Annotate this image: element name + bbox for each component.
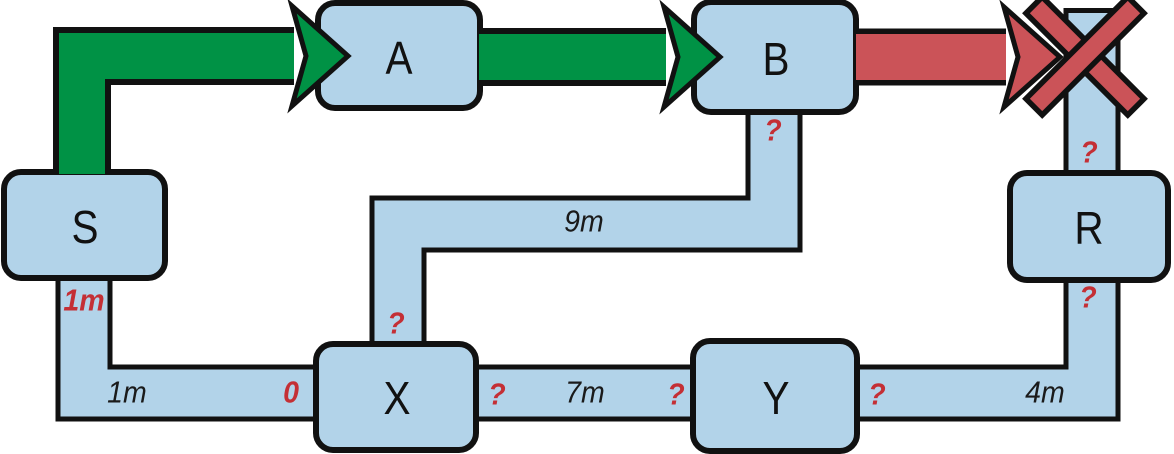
green-arrow-a-to-b [479, 0, 724, 115]
node-x-label: X [383, 372, 411, 424]
node-r-label: R [1074, 202, 1104, 254]
edge-s-x-label: 1m [107, 374, 147, 410]
red-arrow-b-fail [856, 0, 1064, 115]
edge-r-bottom-port-label: ? [1079, 279, 1097, 315]
node-s-label: S [71, 201, 99, 253]
node-a-label: A [385, 32, 413, 84]
edge-s-down-label: 1m [63, 282, 105, 318]
arrowhead-icon [659, 0, 724, 115]
edge-x-right-port-label: ? [488, 376, 506, 412]
edge-x-top-port-label: ? [387, 305, 405, 341]
edge-b-x-label: 9m [564, 203, 604, 239]
path-s-to-x [55, 260, 322, 422]
node-r-box [1007, 170, 1171, 283]
edge-y-r-label: 4m [1025, 374, 1065, 410]
path-y-to-r [850, 268, 1121, 422]
node-x-box [313, 341, 479, 453]
edge-y-left-port-label: ? [667, 376, 685, 412]
edge-y-right-port-label: ? [868, 376, 886, 412]
path-b-to-x [369, 100, 803, 350]
node-y-label: Y [762, 372, 790, 424]
edge-x-left-port-label: 0 [283, 374, 299, 410]
edge-b-bottom-port-label: ? [764, 112, 782, 148]
arrowhead-icon [999, 0, 1064, 115]
node-b-label: B [762, 33, 790, 85]
node-y-box [690, 338, 860, 454]
failure-x-icon [1022, 0, 1148, 119]
arrowhead-icon [287, 0, 352, 114]
edge-x-y-label: 7m [565, 374, 605, 410]
green-arrow-s-to-a [53, 0, 352, 174]
edge-r-top-port-label: ? [1080, 134, 1098, 170]
